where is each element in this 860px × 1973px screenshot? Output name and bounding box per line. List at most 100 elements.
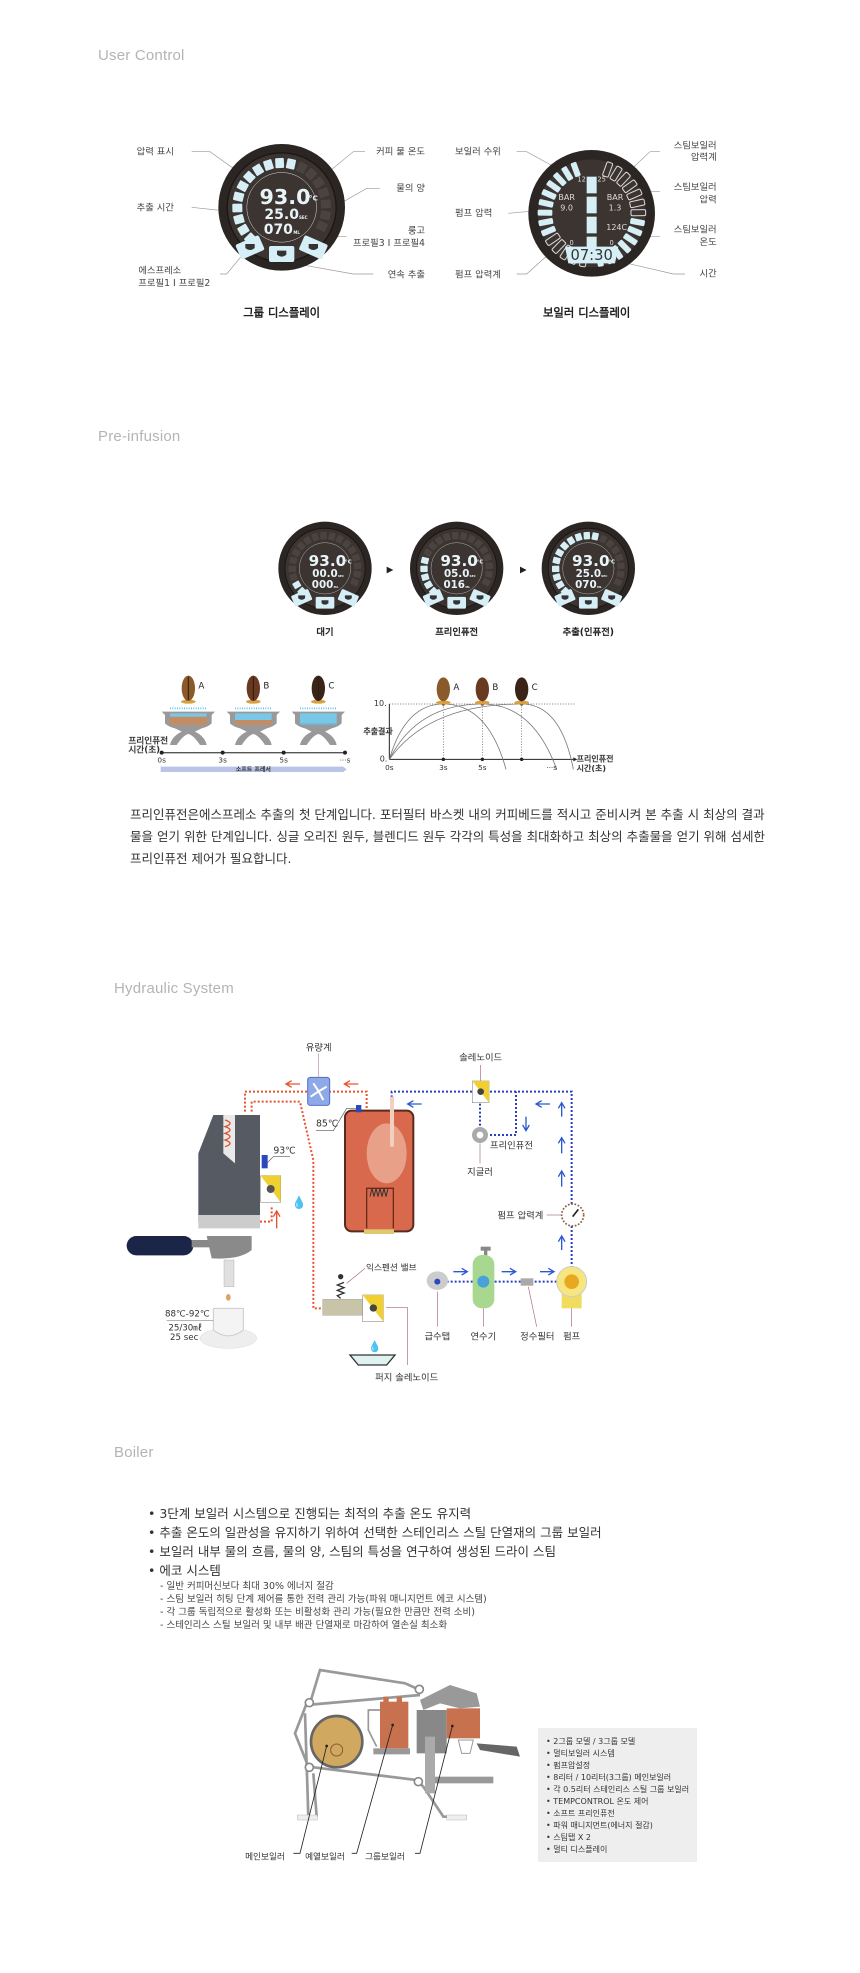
pressure-segment <box>420 565 428 573</box>
label-group-boiler: 그룹보일러 <box>365 1851 405 1862</box>
pressure-segment <box>311 532 320 542</box>
feature-item: • 보일러 내부 물의 흐름, 물의 양, 스팀의 특성을 연구하여 생성된 드… <box>148 1544 557 1559</box>
pump-pressure-segment <box>540 225 557 237</box>
volume-readout: 070 <box>264 222 293 238</box>
x-tick-label: ···s <box>546 763 557 772</box>
pressure-segment <box>320 531 327 540</box>
state-label-extraction: 추출(인퓨전) <box>563 626 614 638</box>
time-readout: 25.0 <box>576 568 601 580</box>
bean-shadow <box>181 699 196 704</box>
cup-icon <box>308 244 318 250</box>
coffee-bean-icon <box>515 677 529 702</box>
sub-feature-item: - 스테인리스 스틸 보일러 및 내부 배관 단열재로 마감하여 열손실 최소화 <box>160 1620 448 1631</box>
time-unit: SEC <box>338 574 344 578</box>
feature-item: • 에코 시스템 <box>148 1563 221 1578</box>
bean-label: B <box>492 683 498 693</box>
time-readout: 05.0 <box>444 568 469 580</box>
label-espresso: 에스프레소 <box>138 265 181 276</box>
bean-label: A <box>198 681 204 691</box>
time-unit: SEC <box>469 574 475 578</box>
cold-arrows <box>406 1100 566 1276</box>
temp-unit: °C <box>477 559 484 565</box>
water-level-segment <box>586 236 597 254</box>
label-continuous: 연속 추출 <box>388 269 426 280</box>
pressure-segment <box>583 531 591 540</box>
right-zero: 0 <box>610 239 614 247</box>
volume-unit: ML <box>597 585 602 589</box>
pump-pressure-segment <box>553 172 567 187</box>
label-expansion-valve: 익스펜션 밸브 <box>366 1262 417 1274</box>
pressure-segment <box>613 577 623 587</box>
label-steam-temp: 스팀보일러 <box>674 224 717 236</box>
pressure-segment <box>237 223 250 236</box>
pressure-segment <box>605 539 615 549</box>
water-level-segment <box>586 176 597 194</box>
chart-ylabel: 추출결과 <box>363 726 393 736</box>
label-cup-time: 25 sec <box>170 1333 199 1343</box>
pressure-segment <box>617 562 625 570</box>
pressure-segment <box>451 531 459 540</box>
label-pump: 펌프 <box>563 1330 581 1342</box>
bean-shadow <box>436 700 451 705</box>
label-cup-volume: 25/30㎖ <box>168 1323 202 1334</box>
pump-pressure-segment <box>538 199 554 208</box>
cup-icon <box>298 595 306 600</box>
pressure-segment <box>459 532 468 541</box>
pressure-segment <box>312 176 325 189</box>
state-label-preinfusion: 프리인퓨전 <box>435 626 478 638</box>
pressure-segment <box>296 541 306 551</box>
group-head <box>198 1115 260 1222</box>
temp-readout: 93.0 <box>260 185 311 209</box>
pressure-segment <box>233 213 245 225</box>
water-drops-icon: 💧 <box>292 1196 307 1210</box>
drip-tray <box>348 1354 397 1366</box>
pressure-segment <box>315 220 328 232</box>
water-saturation <box>170 713 207 717</box>
label-preheat-boiler: 예열보일러 <box>305 1851 345 1862</box>
hot-arrows <box>272 1080 359 1229</box>
right-unit: BAR <box>607 193 624 202</box>
portafilter-handle <box>126 1236 194 1256</box>
pressure-segment <box>304 167 318 181</box>
coffee-bed <box>170 713 207 725</box>
pressure-segment <box>353 570 362 578</box>
pressure-segment <box>285 158 297 170</box>
pressure-segment <box>319 210 331 221</box>
pump-pressure-value: 9.0 <box>560 204 573 213</box>
cup-icon <box>561 595 569 600</box>
x-tick-label: 0s <box>385 763 394 772</box>
pressure-segment <box>335 534 344 544</box>
time-unit: SEC <box>601 574 607 578</box>
cup-icon <box>245 244 255 250</box>
temp-readout: 93.0 <box>572 552 610 570</box>
time-unit: SEC <box>299 215 308 220</box>
pressure-segment <box>232 203 243 213</box>
left-max: 12 <box>577 176 585 184</box>
steam-pressure-segment <box>629 217 646 227</box>
spec-item: • 펌프압설정 <box>546 1761 591 1770</box>
water-saturation <box>300 713 337 724</box>
cup-icon <box>608 595 616 600</box>
pressure-segment <box>288 565 297 573</box>
chart-xlabel-2: 시간(초) <box>577 763 606 773</box>
label-flowmeter: 유량계 <box>306 1042 332 1054</box>
volume-readout: 070 <box>575 579 597 591</box>
extraction-curve <box>388 703 574 770</box>
pressure-segment <box>342 539 352 549</box>
pressure-segment <box>252 163 265 176</box>
main-boiler-icon <box>309 1714 364 1769</box>
state-label-standby: 대기 <box>316 626 333 638</box>
bean-label: A <box>453 683 459 693</box>
cup-icon <box>277 250 287 257</box>
coffee-bean-icon <box>436 677 450 702</box>
pressure-segment <box>574 532 583 542</box>
volume-unit: ML <box>293 230 300 235</box>
hydraulic-diagram: 유량계 93℃ 💧 88℃-92℃ 25/30㎖ 25 sec 85℃ 솔레노이… <box>126 1042 588 1384</box>
pressure-segment <box>467 534 476 544</box>
temp-readout: 93.0 <box>440 552 478 570</box>
cup-icon <box>321 600 329 605</box>
filter-icon <box>520 1278 534 1286</box>
